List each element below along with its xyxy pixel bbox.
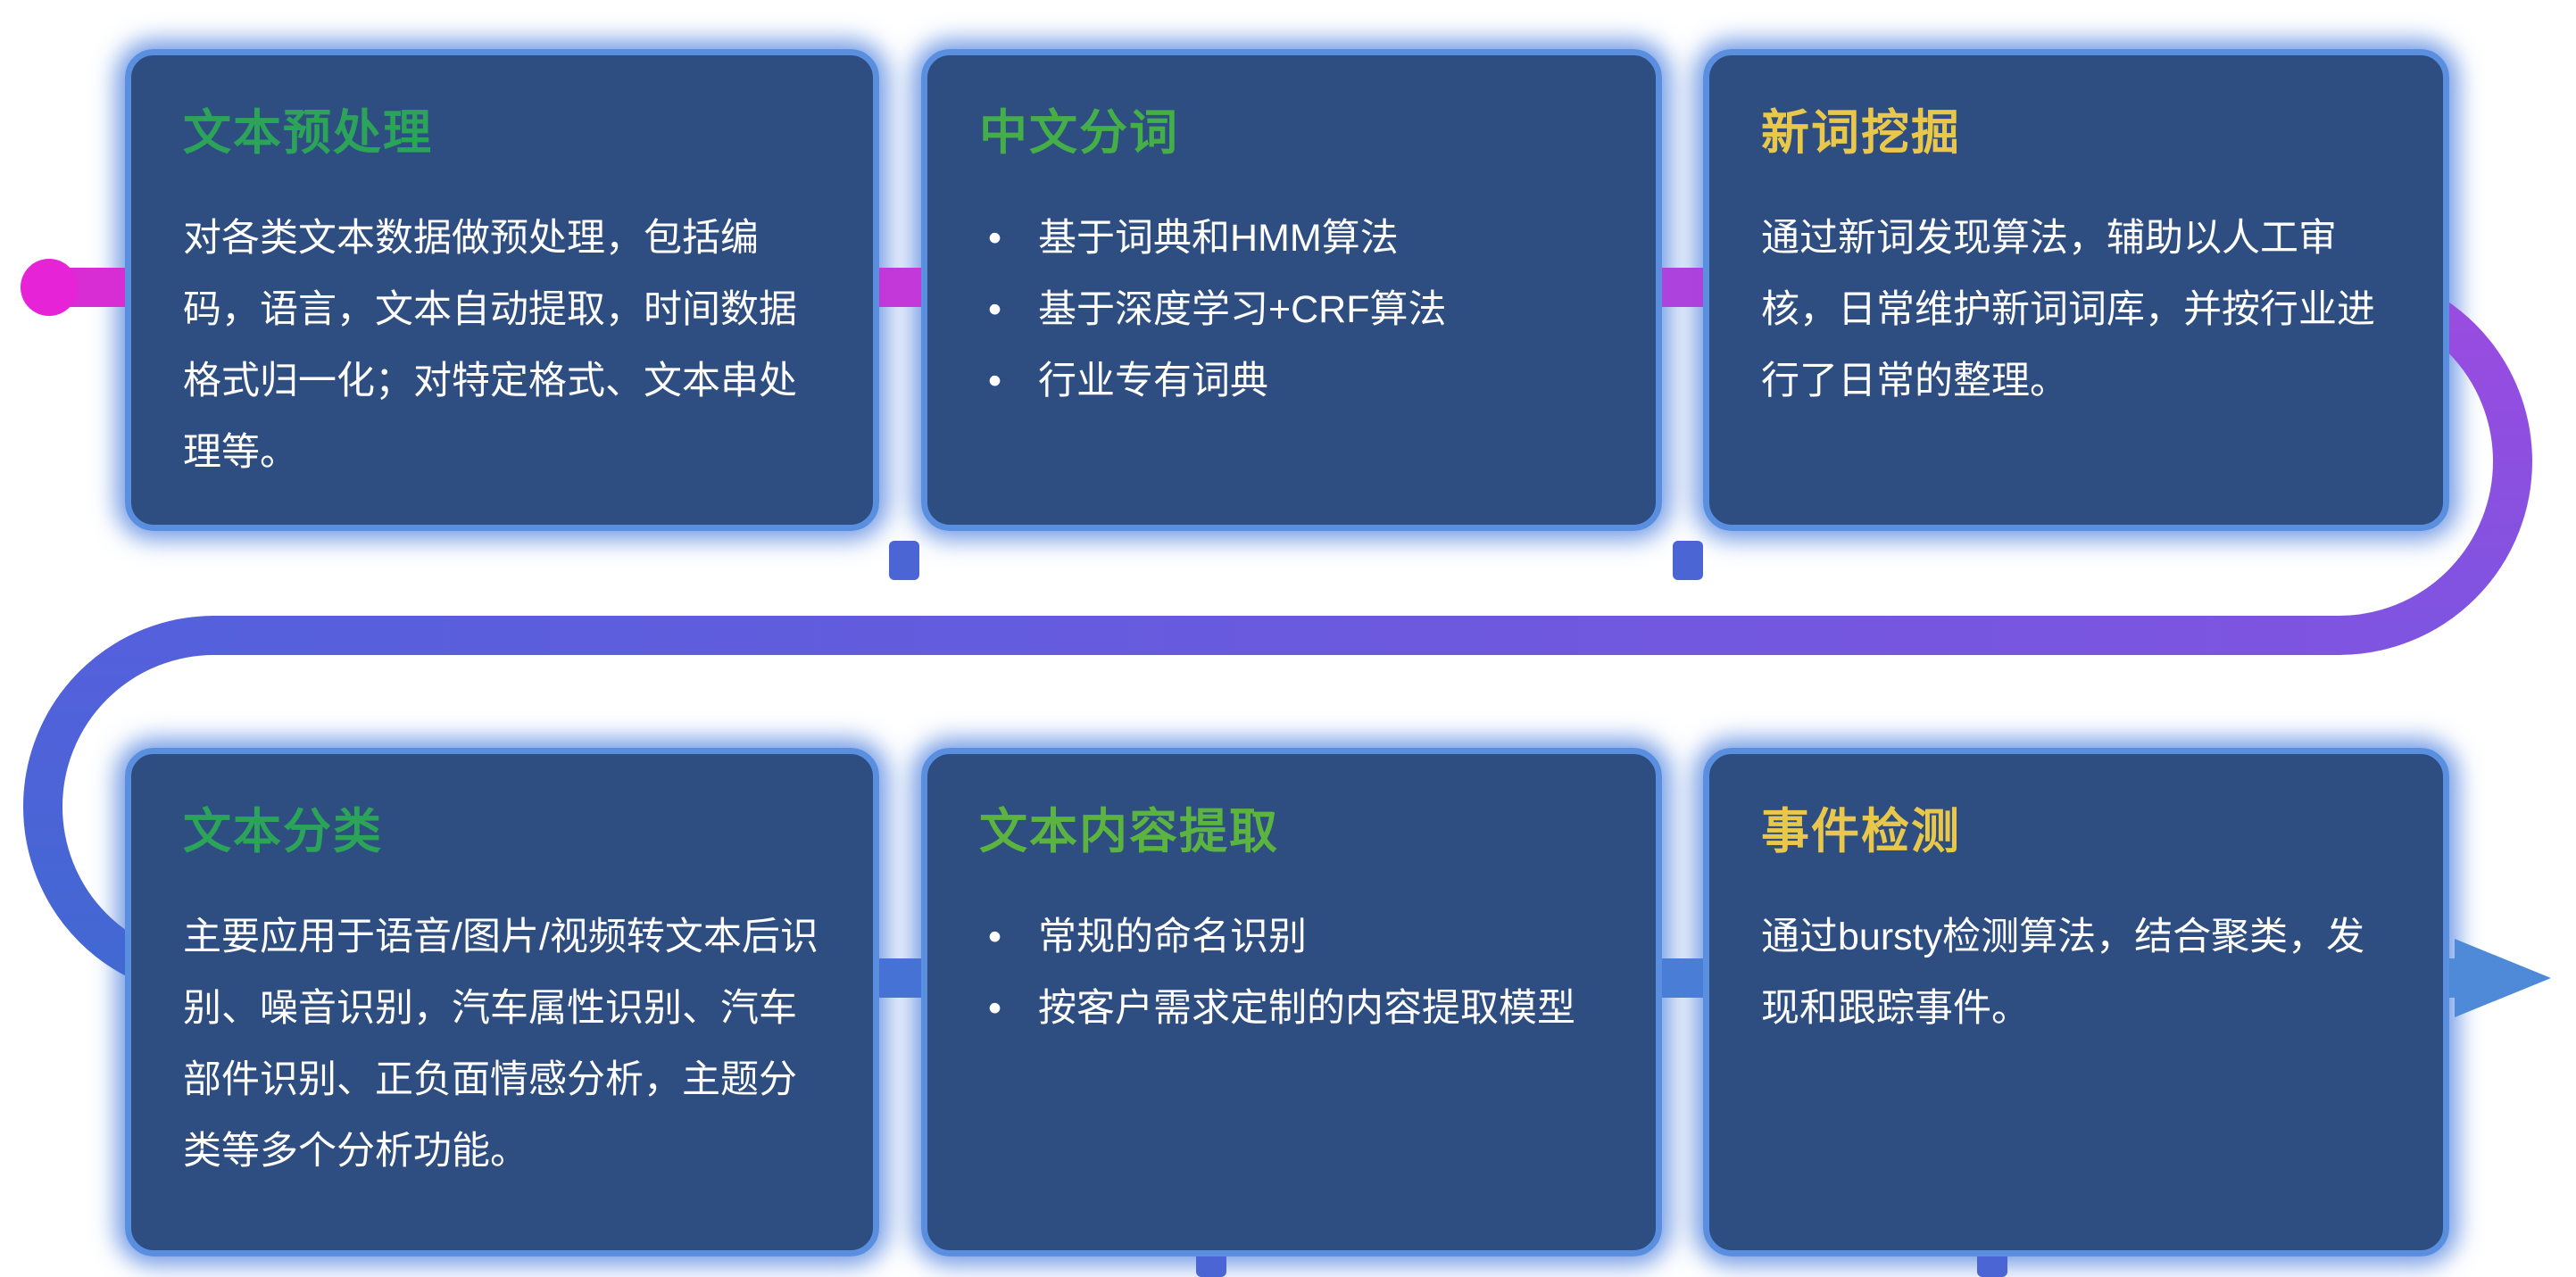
bullet-list: • 基于词典和HMM算法 • 基于深度学习+CRF算法 • 行业专有词典 [979, 203, 1604, 417]
list-item: • 基于词典和HMM算法 [979, 203, 1604, 274]
bullet-icon: • [988, 288, 1002, 331]
card-title: 文本分类 [183, 805, 383, 858]
card-body-text: 对各类文本数据做预处理，包括编码，语言，文本自动提取，时间数据格式归一化；对特定… [183, 217, 797, 474]
bullet-text: 行业专有词典 [1038, 360, 1268, 402]
list-item: • 基于深度学习+CRF算法 [979, 274, 1604, 345]
card-text-classification: 文本分类 主要应用于语音/图片/视频转文本后识别、噪音识别，汽车属性识别、汽车部… [125, 748, 879, 1256]
flow-arrow-icon [2455, 939, 2551, 1017]
card-event-detection: 事件检测 通过bursty检测算法，结合聚类，发现和跟踪事件。 [1703, 748, 2449, 1256]
card-title: 新词挖掘 [1761, 106, 1961, 160]
card-new-word-mining: 新词挖掘 通过新词发现算法，辅助以人工审核，日常维护新词词库，并按行业进行了日常… [1703, 49, 2449, 531]
card-body-text: 通过bursty检测算法，结合聚类，发现和跟踪事件。 [1761, 916, 2365, 1030]
connector-stub [889, 541, 919, 580]
bullet-icon: • [988, 217, 1002, 260]
card-title: 中文分词 [979, 106, 1179, 160]
list-item: • 按客户需求定制的内容提取模型 [979, 973, 1604, 1044]
card-title: 事件检测 [1761, 805, 1961, 858]
card-title: 文本内容提取 [979, 805, 1279, 858]
bullet-icon: • [988, 916, 1002, 958]
card-chinese-segmentation: 中文分词 • 基于词典和HMM算法 • 基于深度学习+CRF算法 • 行业专有词… [921, 49, 1662, 531]
flow-start-dot [21, 259, 78, 316]
bullet-text: 常规的命名识别 [1038, 916, 1307, 958]
bullet-list: • 常规的命名识别 • 按客户需求定制的内容提取模型 [979, 901, 1604, 1044]
connector-stub [1673, 541, 1703, 580]
card-body-text: 通过新词发现算法，辅助以人工审核，日常维护新词词库，并按行业进行了日常的整理。 [1761, 217, 2375, 402]
bullet-icon: • [988, 360, 1002, 402]
card-content-extraction: 文本内容提取 • 常规的命名识别 • 按客户需求定制的内容提取模型 [921, 748, 1662, 1256]
bullet-text: 按客户需求定制的内容提取模型 [1038, 987, 1575, 1030]
card-text-preprocessing: 文本预处理 对各类文本数据做预处理，包括编码，语言，文本自动提取，时间数据格式归… [125, 49, 879, 531]
bullet-text: 基于深度学习+CRF算法 [1038, 288, 1447, 331]
bullet-icon: • [988, 987, 1002, 1030]
card-body-text: 主要应用于语音/图片/视频转文本后识别、噪音识别，汽车属性识别、汽车部件识别、正… [183, 916, 819, 1173]
list-item: • 常规的命名识别 [979, 901, 1604, 973]
bullet-text: 基于词典和HMM算法 [1038, 217, 1399, 260]
card-title: 文本预处理 [183, 106, 433, 160]
list-item: • 行业专有词典 [979, 345, 1604, 417]
